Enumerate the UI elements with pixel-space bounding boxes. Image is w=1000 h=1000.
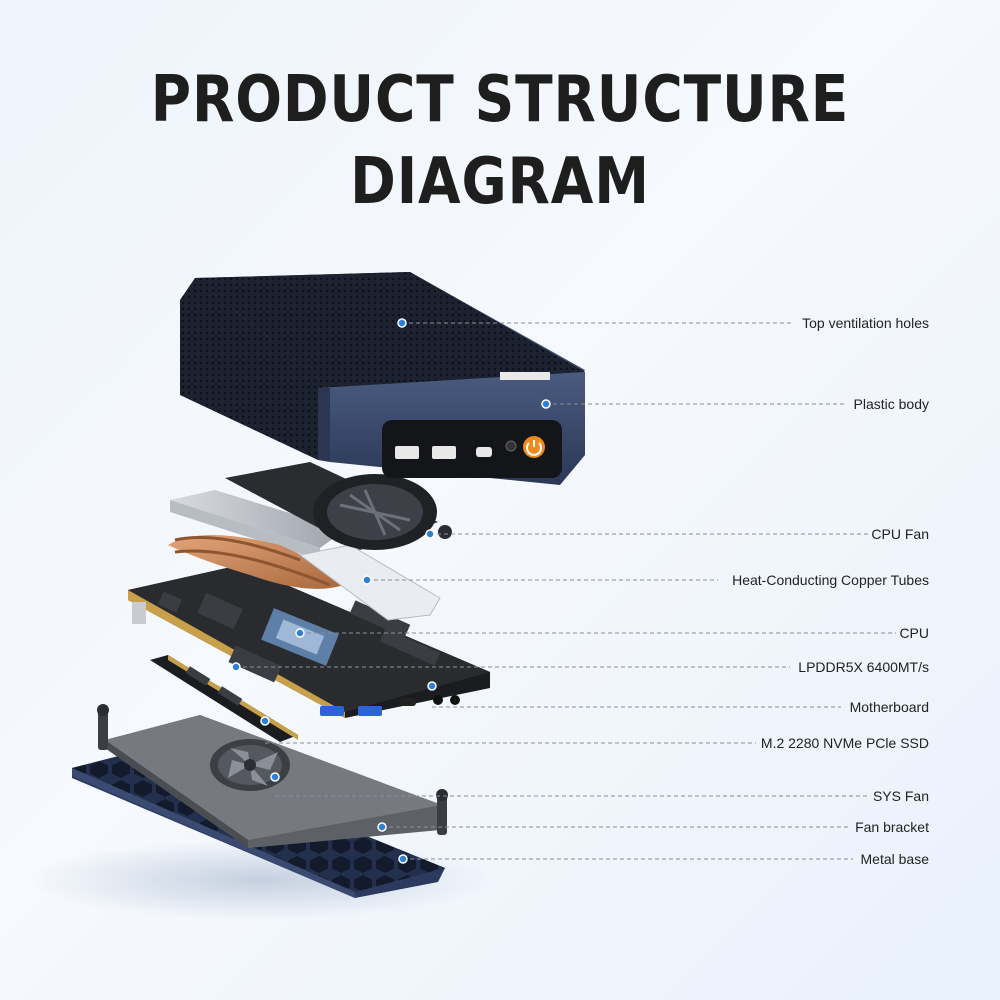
label-copper-tubes: Heat-Conducting Copper Tubes <box>732 572 929 588</box>
motherboard <box>128 565 490 718</box>
label-cpu: CPU <box>899 625 929 641</box>
label-top-ventilation-holes: Top ventilation holes <box>802 315 929 331</box>
marker-dots <box>231 318 551 864</box>
label-plastic-body: Plastic body <box>853 396 929 412</box>
title-line-1: PRODUCT STRUCTURE <box>150 63 850 137</box>
sys-fan <box>210 739 290 791</box>
label-memory: LPDDR5X 6400MT/s <box>798 659 929 675</box>
label-fan-bracket: Fan bracket <box>855 819 929 835</box>
label-motherboard: Motherboard <box>849 699 929 715</box>
label-metal-base: Metal base <box>860 851 929 867</box>
title-line-2: DIAGRAM <box>350 145 650 219</box>
label-sys-fan: SYS Fan <box>872 788 929 804</box>
label-ssd: M.2 2280 NVMe PCle SSD <box>760 735 929 751</box>
cooling-assembly <box>168 462 452 621</box>
leader-lines <box>236 322 896 860</box>
label-cpu-fan: CPU Fan <box>871 526 929 542</box>
chassis <box>180 272 585 485</box>
